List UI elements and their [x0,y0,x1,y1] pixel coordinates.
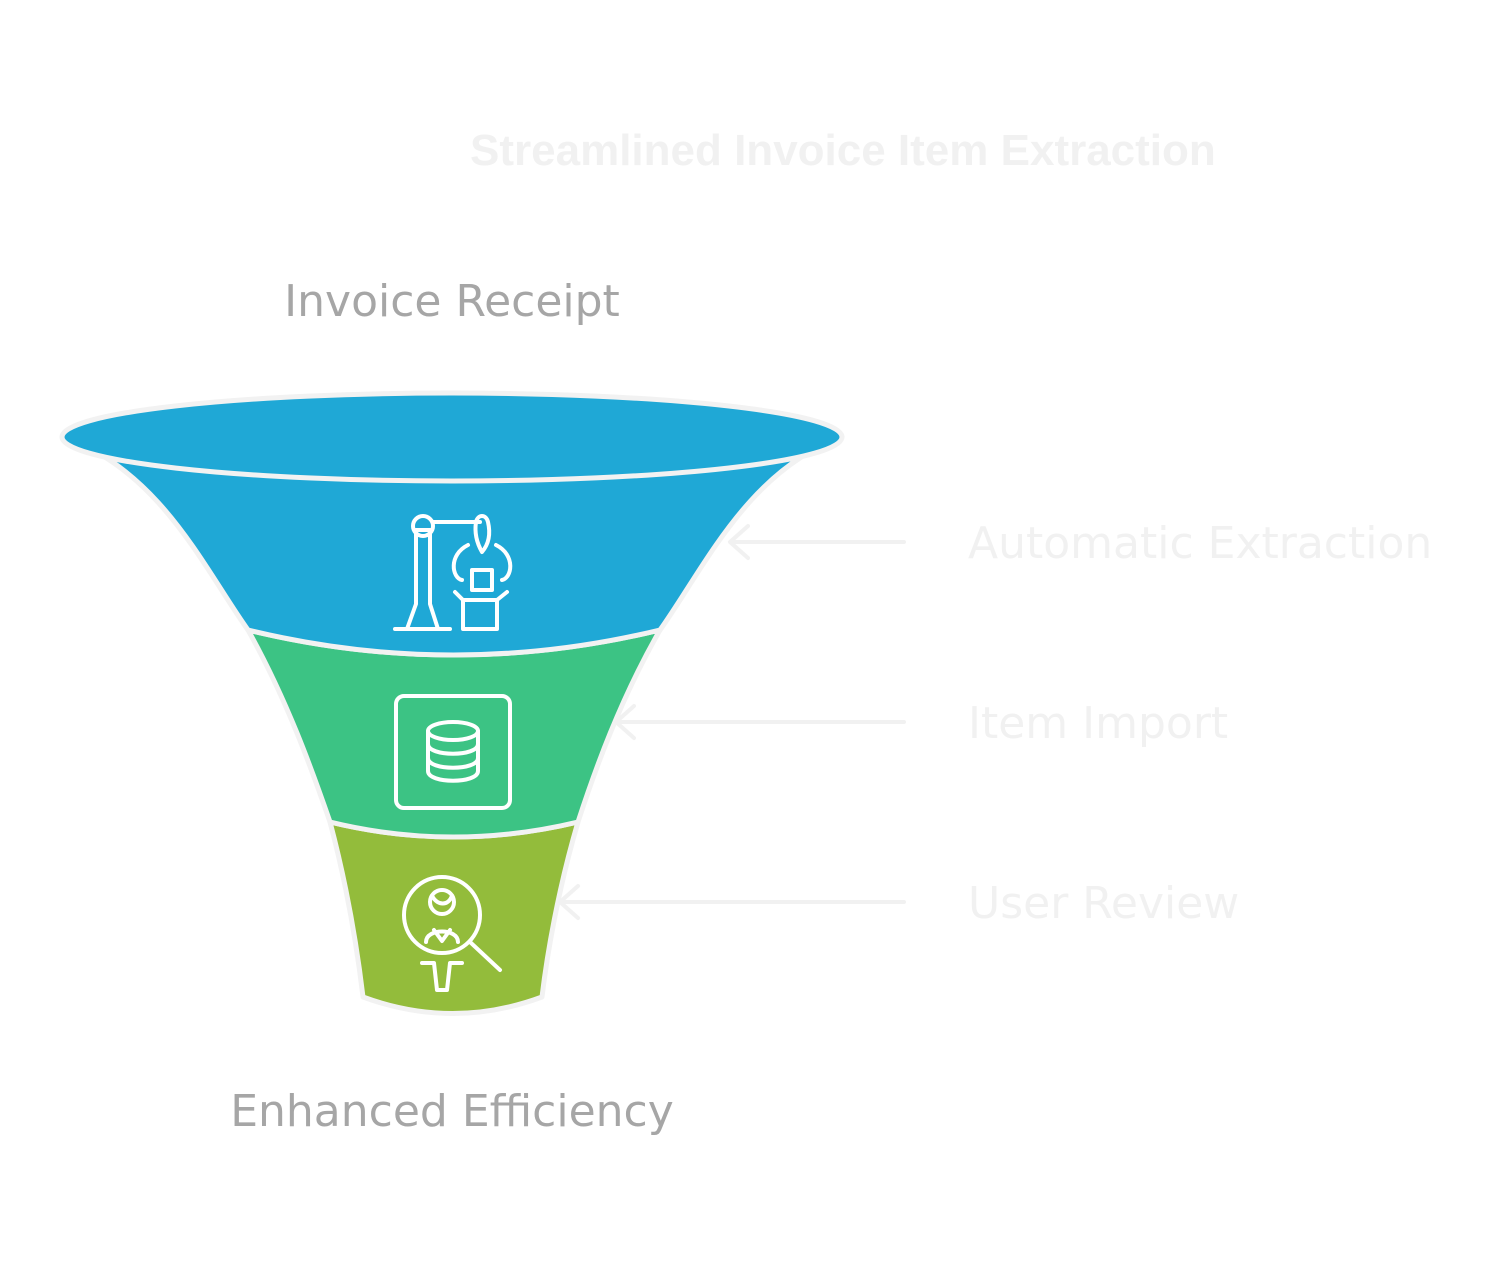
funnel-top-label: Invoice Receipt [284,276,620,327]
funnel-rim [59,390,845,484]
funnel-section-automatic-extraction [60,434,845,658]
stage-label-automatic-extraction: Automatic Extraction [968,518,1433,569]
funnel-section-item-import [245,627,663,840]
funnel-section-user-review [327,819,581,1016]
stage-label-item-import: Item Import [968,698,1229,749]
arrow-item-import [614,704,906,740]
database-icon [394,694,512,810]
user-search-icon [402,875,502,992]
stage-label-user-review: User Review [968,878,1240,929]
funnel-bottom-label: Enhanced Efficiency [230,1086,674,1137]
diagram-title: Streamlined Invoice Item Extraction [470,126,1216,175]
arrow-user-review [558,884,906,920]
robot-arm-icon [393,514,513,631]
arrow-automatic-extraction [728,524,906,560]
